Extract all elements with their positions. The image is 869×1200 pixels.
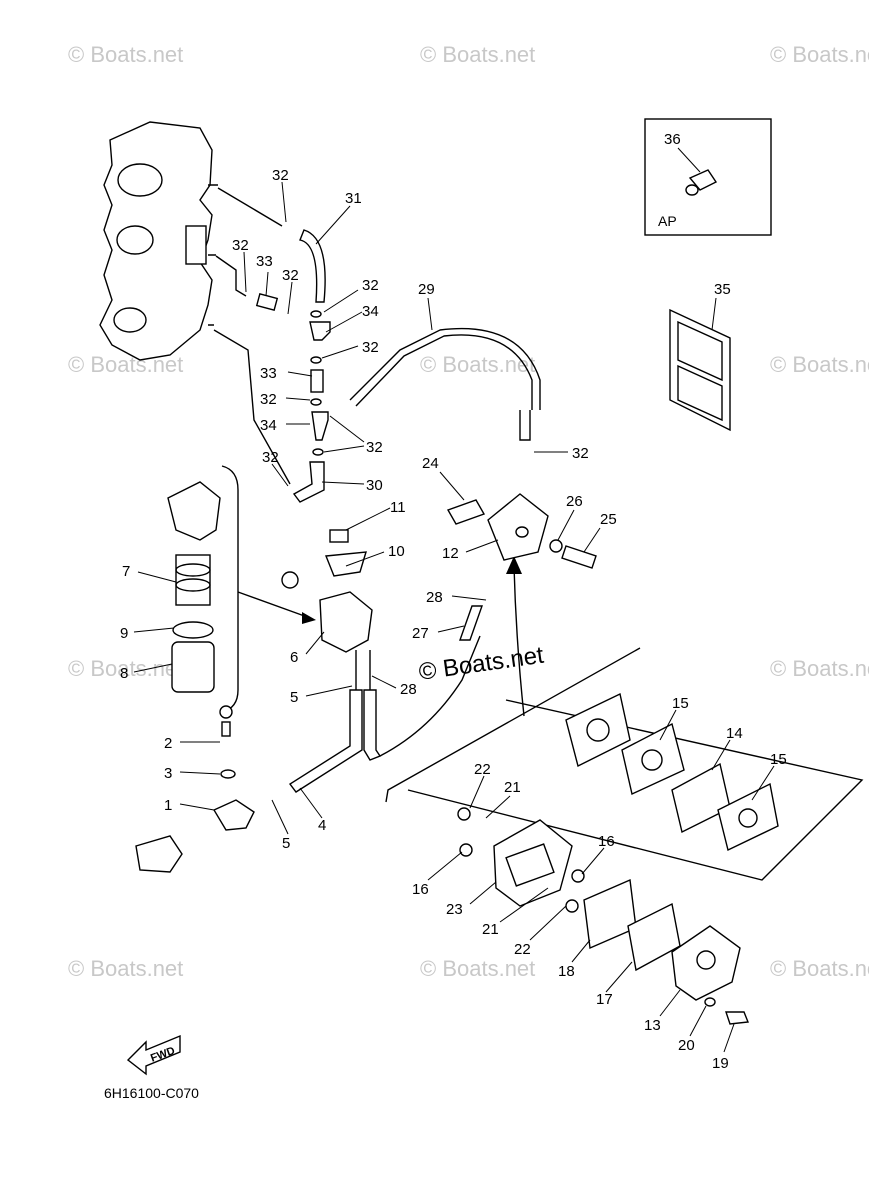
- part-label-19: 19: [712, 1055, 729, 1072]
- label-plate-35: [669, 308, 731, 432]
- part-label-4: 4: [318, 817, 326, 834]
- part-label-20: 20: [678, 1037, 695, 1054]
- part-label-32: 32: [572, 445, 589, 462]
- part-label-1: 1: [164, 797, 172, 814]
- watermark: © Boats.net: [420, 956, 535, 981]
- part-label-14: 14: [726, 725, 743, 742]
- part-label-5: 5: [282, 835, 290, 852]
- watermark: © Boats.net: [770, 42, 869, 67]
- pump-plates: [583, 878, 681, 972]
- diagram-code: 6H16100-C070: [104, 1085, 199, 1101]
- part-label-32: 32: [272, 167, 289, 184]
- watermark-main: © Boats.net: [417, 642, 546, 686]
- part-label-7: 7: [122, 563, 130, 580]
- part-label-12: 12: [442, 545, 459, 562]
- part-label-16: 16: [412, 881, 429, 898]
- part-label-32: 32: [366, 439, 383, 456]
- ap-inset-box: AP: [644, 118, 772, 236]
- watermark: © Boats.net: [68, 956, 183, 981]
- part-label-8: 8: [120, 665, 128, 682]
- part-label-30: 30: [366, 477, 383, 494]
- part-label-33: 33: [260, 365, 277, 382]
- fuel-joint-1: [135, 705, 255, 873]
- pump-cover-13: [671, 925, 749, 1025]
- pointer-arrow: [506, 556, 525, 717]
- watermark: © Boats.net: [420, 352, 535, 377]
- part-label-32: 32: [362, 277, 379, 294]
- part-label-22: 22: [514, 941, 531, 958]
- part-label-15: 15: [672, 695, 689, 712]
- hose-assembly-lower: [288, 605, 483, 793]
- part-label-24: 24: [422, 455, 439, 472]
- part-label-31: 31: [345, 190, 362, 207]
- part-label-22: 22: [474, 761, 491, 778]
- hose-assembly-top: [213, 187, 331, 503]
- part-label-34: 34: [362, 303, 379, 320]
- part-label-16: 16: [598, 833, 615, 850]
- part-label-21: 21: [482, 921, 499, 938]
- part-label-36: 36: [664, 131, 681, 148]
- filter-group: [167, 465, 316, 713]
- ap-label: AP: [658, 213, 677, 229]
- part-label-5: 5: [290, 689, 298, 706]
- leader-lines: [133, 147, 775, 1053]
- watermark: © Boats.net: [68, 656, 183, 681]
- part-label-10: 10: [388, 543, 405, 560]
- part-label-32: 32: [362, 339, 379, 356]
- watermark: © Boats.net: [420, 42, 535, 67]
- part-label-6: 6: [290, 649, 298, 666]
- watermark: © Boats.net: [68, 42, 183, 67]
- pump-detail-bracket: [385, 647, 864, 881]
- part-label-27: 27: [412, 625, 429, 642]
- part-label-32: 32: [262, 449, 279, 466]
- part-label-11: 11: [390, 499, 406, 516]
- part-label-28: 28: [400, 681, 417, 698]
- part-label-32: 32: [260, 391, 277, 408]
- fuel-filter-6: [281, 529, 373, 690]
- part-label-3: 3: [164, 765, 172, 782]
- fuel-pump-12: [446, 493, 597, 569]
- watermark: © Boats.net: [770, 352, 869, 377]
- part-label-9: 9: [120, 625, 128, 642]
- watermark: © Boats.net: [770, 656, 869, 681]
- watermark: © Boats.net: [770, 956, 869, 981]
- part-label-34: 34: [260, 417, 277, 434]
- part-label-23: 23: [446, 901, 463, 918]
- part-label-18: 18: [558, 963, 575, 980]
- part-label-32: 32: [232, 237, 249, 254]
- part-label-21: 21: [504, 779, 521, 796]
- gaskets: [565, 692, 779, 852]
- part-label-32: 32: [282, 267, 299, 284]
- part-label-17: 17: [596, 991, 613, 1008]
- fuel-hose-29: [349, 327, 541, 441]
- part-label-29: 29: [418, 281, 435, 298]
- part-label-15: 15: [770, 751, 787, 768]
- carburetor-assembly: [99, 121, 218, 361]
- part-label-2: 2: [164, 735, 172, 752]
- part-label-33: 33: [256, 253, 273, 270]
- part-labels: 32 31 32 33 32 32 34 32 33 32 34 32 32 3…: [120, 131, 787, 1072]
- fwd-arrow: FWD: [126, 1034, 181, 1076]
- part-label-28: 28: [426, 589, 443, 606]
- part-label-35: 35: [714, 281, 731, 298]
- part-label-13: 13: [644, 1017, 661, 1034]
- part-label-25: 25: [600, 511, 617, 528]
- part-label-26: 26: [566, 493, 583, 510]
- pump-body-23: [457, 807, 585, 913]
